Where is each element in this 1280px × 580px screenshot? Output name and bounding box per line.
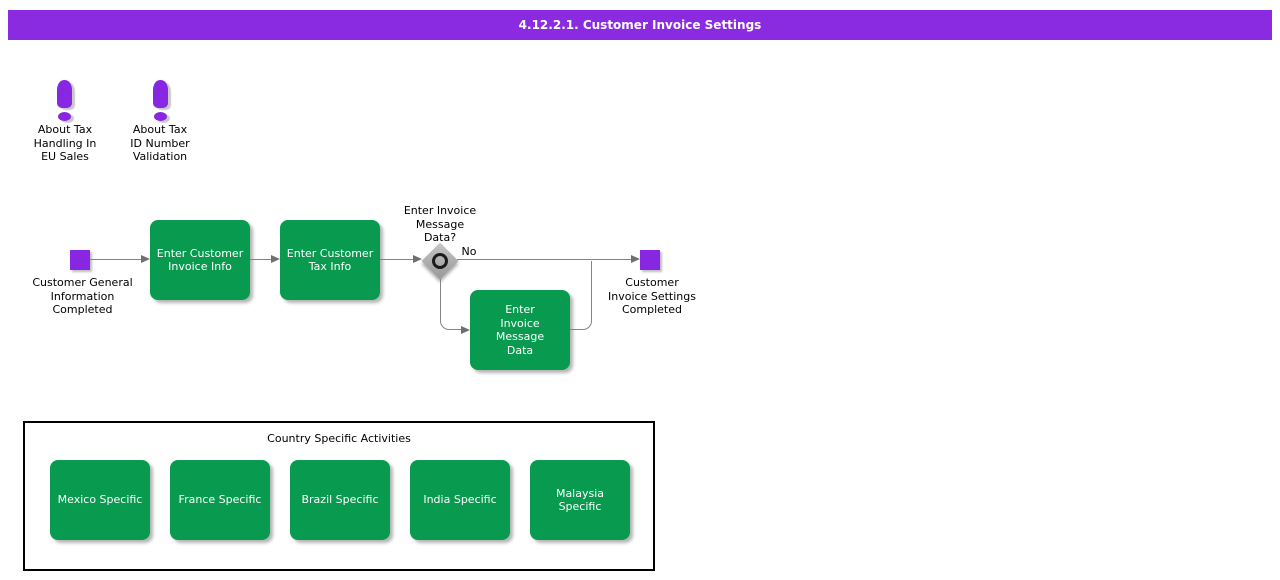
connector-corner: [440, 279, 466, 330]
arrowhead-icon: [141, 255, 150, 263]
decision-no-label: No: [461, 245, 477, 258]
task-mexico-specific[interactable]: Mexico Specific: [50, 460, 150, 540]
task-malaysia-specific[interactable]: Malaysia Specific: [530, 460, 630, 540]
connector-line: [380, 259, 413, 260]
exclamation-icon-dot[interactable]: [154, 112, 167, 121]
end-node-label: Customer Invoice Settings Completed: [608, 276, 696, 316]
connector-corner: [570, 261, 592, 330]
task-enter-customer-invoice-info[interactable]: Enter Customer Invoice Info: [150, 220, 250, 300]
note-label-eu-sales: About Tax Handling In EU Sales: [33, 123, 97, 163]
task-india-specific[interactable]: India Specific: [410, 460, 510, 540]
diagram-title-bar: 4.12.2.1. Customer Invoice Settings: [8, 10, 1272, 40]
exclamation-icon-dot[interactable]: [58, 112, 71, 121]
task-france-specific[interactable]: France Specific: [170, 460, 270, 540]
note-label-tax-id-validation: About Tax ID Number Validation: [130, 123, 190, 163]
end-node[interactable]: [640, 250, 660, 270]
connector-line: [90, 259, 141, 260]
task-enter-invoice-message-data[interactable]: Enter Invoice Message Data: [470, 290, 570, 370]
decision-question-label: Enter Invoice Message Data?: [403, 204, 477, 244]
task-enter-customer-tax-info[interactable]: Enter Customer Tax Info: [280, 220, 380, 300]
country-panel: [23, 421, 655, 571]
connector-line: [457, 259, 631, 260]
start-node-label: Customer General Information Completed: [32, 276, 133, 316]
arrowhead-icon: [631, 255, 640, 263]
start-node[interactable]: [70, 250, 90, 270]
page-title: 4.12.2.1. Customer Invoice Settings: [518, 18, 762, 32]
decision-circle-icon: [432, 253, 448, 269]
exclamation-icon[interactable]: [153, 80, 168, 108]
arrowhead-icon: [461, 326, 470, 334]
arrowhead-icon: [271, 255, 280, 263]
arrowhead-icon: [413, 255, 422, 263]
connector-line: [250, 259, 271, 260]
exclamation-icon[interactable]: [57, 80, 72, 108]
task-brazil-specific[interactable]: Brazil Specific: [290, 460, 390, 540]
country-panel-title: Country Specific Activities: [267, 432, 411, 445]
